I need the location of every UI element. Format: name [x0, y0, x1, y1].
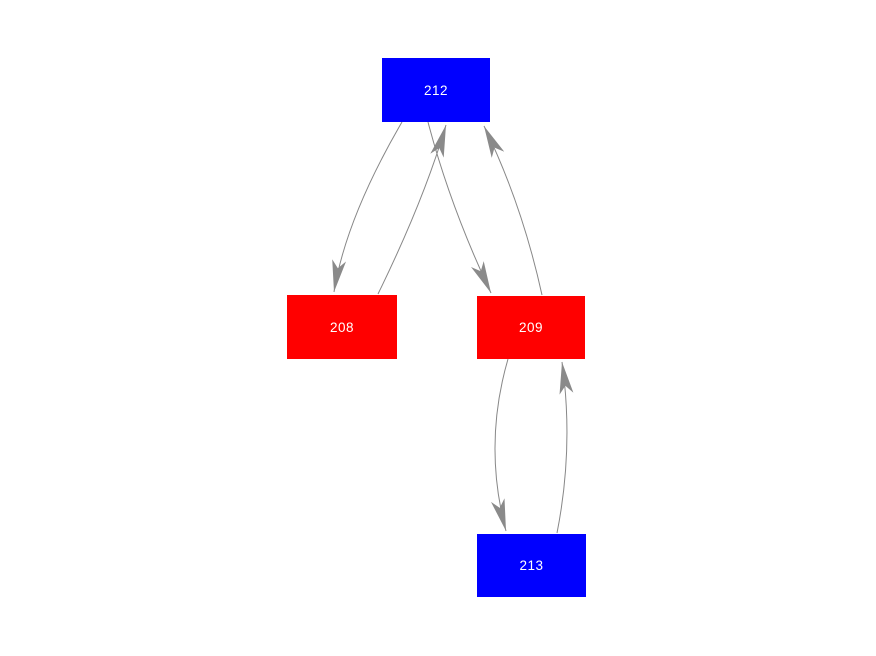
edge-group: [332, 121, 574, 534]
node-label: 212: [423, 82, 449, 98]
node-212: 212: [382, 58, 490, 122]
edge-209-to-212: [483, 125, 543, 296]
node-209: 209: [477, 296, 585, 359]
node-label: 213: [519, 558, 544, 573]
edge-212-to-209: [427, 121, 492, 294]
edge-212-to-208: [332, 121, 403, 293]
edge-208-to-212: [377, 124, 447, 295]
node-208: 208: [287, 295, 397, 359]
edge-209-to-213: [490, 358, 509, 532]
node-label: 208: [329, 319, 355, 335]
node-213: 213: [477, 534, 586, 597]
node-label: 209: [518, 320, 544, 335]
edge-213-to-209: [556, 361, 574, 534]
